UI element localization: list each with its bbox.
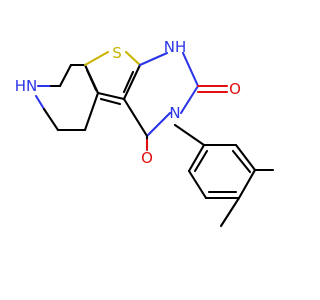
pyrimidine-nh-label: NH [164, 38, 187, 56]
bond-c4-c4a [122, 97, 149, 138]
bond-hn-c10 [34, 94, 46, 111]
bond-c3-c2-double [122, 70, 135, 94]
bond-c6-c3-double [85, 68, 98, 92]
bond-c6-s [83, 50, 110, 67]
bond-ar2-ar3 [234, 143, 257, 172]
bond-ar3-ar4 [237, 168, 257, 200]
bond-c5-c4-double [99, 97, 122, 106]
bond-n3-c4a [145, 111, 172, 138]
bond-c5-c4 [96, 91, 126, 101]
bond-c3-c4 [122, 63, 142, 101]
carbonyl-o-bottom-label: O [141, 149, 153, 167]
sulfur-atom-label: S [112, 44, 122, 62]
bond-c2-n3 [179, 84, 200, 115]
pyrimidine-n-label: N [169, 104, 180, 122]
bond-n3-c1prime [173, 123, 206, 147]
bond-ar6-ar1 [187, 143, 206, 173]
bond-c3-nh [138, 51, 169, 67]
bond-ar2-ar3-double [231, 149, 252, 174]
molecule-structure: S HN NH N O O [15, 38, 275, 228]
piperidine-nh-label: HN [15, 77, 38, 95]
bond-ar5-ar6 [187, 169, 208, 200]
bond-c5-c12 [83, 91, 100, 132]
carbonyl-o-top-label: O [229, 80, 241, 98]
bond-s-c3 [124, 50, 142, 67]
bond-c10-c11 [42, 107, 60, 132]
molecule-canvas: S HN NH N O O [15, 38, 275, 228]
bond-ar6-ar1-double [193, 149, 209, 173]
bond-c8-c7 [58, 63, 73, 88]
bond-ar4-methyl [219, 196, 241, 228]
bond-nh-c2 [181, 51, 200, 88]
